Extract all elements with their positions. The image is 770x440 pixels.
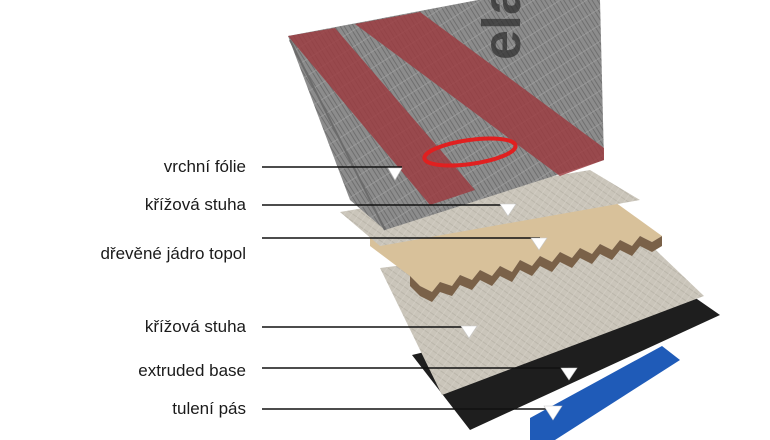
layer-label-skin: tulení pás [172,399,246,418]
layer-markers [387,167,578,421]
layer-label-topsheet: vrchní fólie [163,157,246,176]
topsheet-logo: elan [472,0,532,60]
marker-skin [543,405,563,421]
marker-wood-core [530,237,548,251]
layer-label-wood-core: dřevěné jádro topol [100,244,246,263]
layer-label-upper-fiber: křížová stuha [144,195,246,214]
base-layer [412,290,720,430]
layer-label-base: extruded base [138,361,246,380]
marker-upper-fiber [499,203,517,217]
marker-lower-fiber [460,325,478,339]
topsheet-layer: elan [288,0,604,231]
layer-label-lower-fiber: křížová stuha [144,317,246,336]
marker-base [560,367,578,381]
skin-layer [530,346,680,440]
upper-fiber-layer [340,170,640,246]
leader-lines [262,166,568,410]
marker-topsheet [387,167,403,181]
